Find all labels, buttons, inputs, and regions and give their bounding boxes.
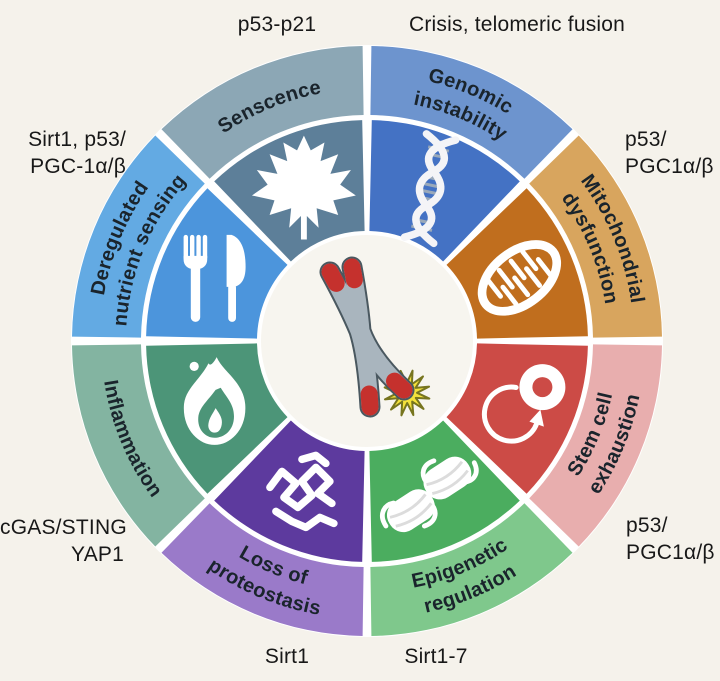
- segment-label-band: [161, 46, 364, 179]
- dna-icon: [400, 130, 460, 248]
- segment-inflammation: Inflammation: [72, 343, 288, 547]
- annotation-cgas-sting-yap1: cGAS/STING YAP1: [0, 516, 127, 567]
- annotation-sirt1: Sirt1: [264, 645, 310, 668]
- flame-icon: [183, 357, 246, 445]
- annotation-sirt1-7: Sirt1-7: [404, 645, 468, 668]
- segment-label-band: [529, 135, 662, 338]
- segment-label-band: [72, 344, 205, 547]
- segment-label-band: [370, 503, 573, 636]
- annotation-p53-pgc1ab-lower: p53/ PGC1α/β: [626, 514, 715, 565]
- segment-label-band: [72, 135, 205, 338]
- segment-label-band: [529, 344, 662, 547]
- maple-leaf-icon: [251, 135, 356, 240]
- segment-icon-band: [146, 188, 288, 339]
- annotation-p53-pgc1ab-upper: p53/ PGC1α/β: [625, 128, 714, 179]
- annotation-p53-p21: p53-p21: [237, 13, 317, 36]
- chromosome-icon: [319, 256, 431, 418]
- segment-senscence: Senscence: [161, 46, 365, 262]
- annotation-sirt1-p53-pgc1ab: Sirt1, p53/ PGC-1α/β: [28, 128, 126, 179]
- segment-label-band: [370, 46, 573, 179]
- stem-cell-icon: [481, 364, 566, 444]
- protein-icon: [266, 451, 338, 532]
- mitochondrion-icon: [477, 240, 562, 316]
- segment-icon-band: [369, 120, 520, 262]
- epigenetic-icon: [380, 456, 479, 533]
- annotation-crisis-telomeric-fusion: Crisis, telomeric fusion: [409, 13, 626, 36]
- fork-knife-icon: [183, 234, 246, 322]
- segment-label-band: [161, 503, 364, 636]
